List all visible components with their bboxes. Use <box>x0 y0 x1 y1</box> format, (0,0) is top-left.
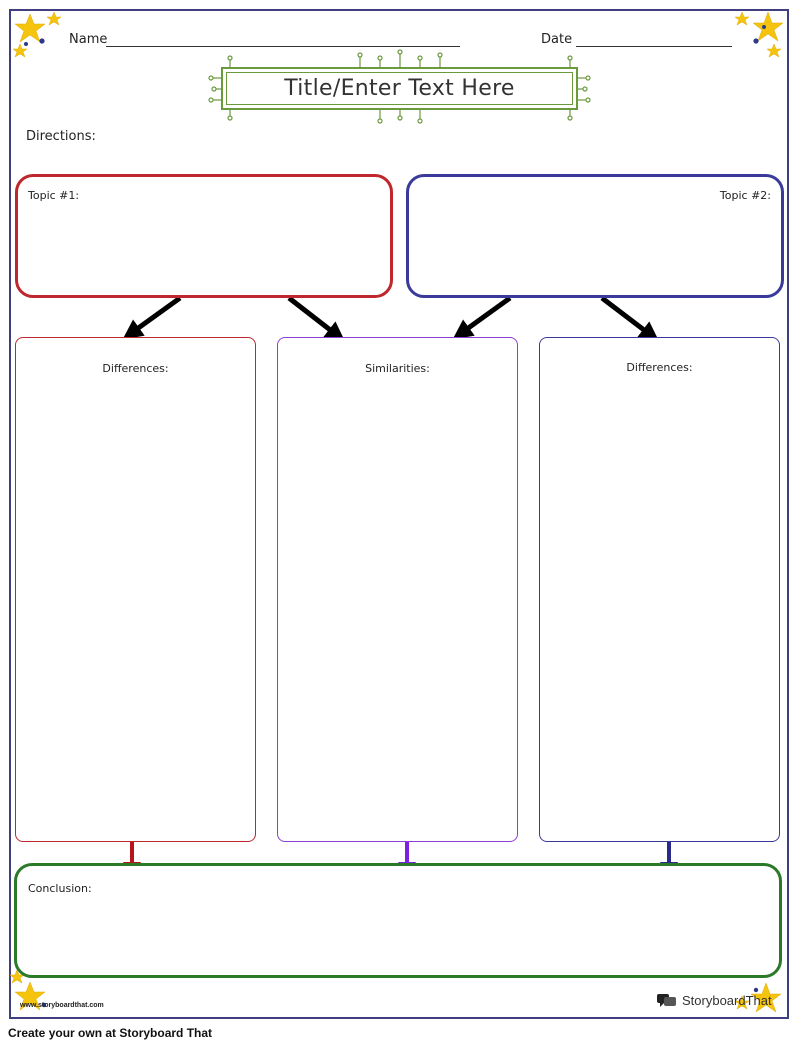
name-label: Name <box>69 32 108 47</box>
conclusion-label: Conclusion: <box>28 882 92 895</box>
star-icon <box>734 11 784 58</box>
star-icon <box>734 982 782 1013</box>
differences-right-label: Differences: <box>626 361 693 374</box>
circuit-decoration-icon <box>208 49 591 124</box>
footer-text[interactable]: Create your own at Storyboard That <box>8 1026 213 1040</box>
watermark-brand: StoryboardThat <box>682 993 772 1008</box>
topic-1-box[interactable]: Topic #1: <box>15 174 393 298</box>
speech-bubble-icon <box>657 993 679 1009</box>
title-box[interactable]: Title/Enter Text Here <box>221 67 578 110</box>
differences-left-label: Differences: <box>102 362 169 375</box>
topic-2-label: Topic #2: <box>719 189 771 202</box>
conclusion-box[interactable]: Conclusion: <box>14 863 782 978</box>
directions-label: Directions: <box>26 129 96 144</box>
differences-left-box[interactable]: Differences: <box>15 337 256 842</box>
watermark-url: www.storyboardthat.com <box>20 1002 104 1009</box>
similarities-box[interactable]: Similarities: <box>277 337 518 842</box>
topic-2-box[interactable]: Topic #2: <box>406 174 784 298</box>
differences-right-box[interactable]: Differences: <box>539 337 780 842</box>
date-label: Date <box>541 32 573 47</box>
topic-1-label: Topic #1: <box>28 189 80 202</box>
page-title[interactable]: Title/Enter Text Here <box>226 72 573 105</box>
date-field[interactable] <box>576 46 732 47</box>
arrow-icon <box>122 295 660 342</box>
similarities-label: Similarities: <box>365 362 430 375</box>
star-icon <box>12 11 62 58</box>
name-field[interactable] <box>106 46 460 47</box>
